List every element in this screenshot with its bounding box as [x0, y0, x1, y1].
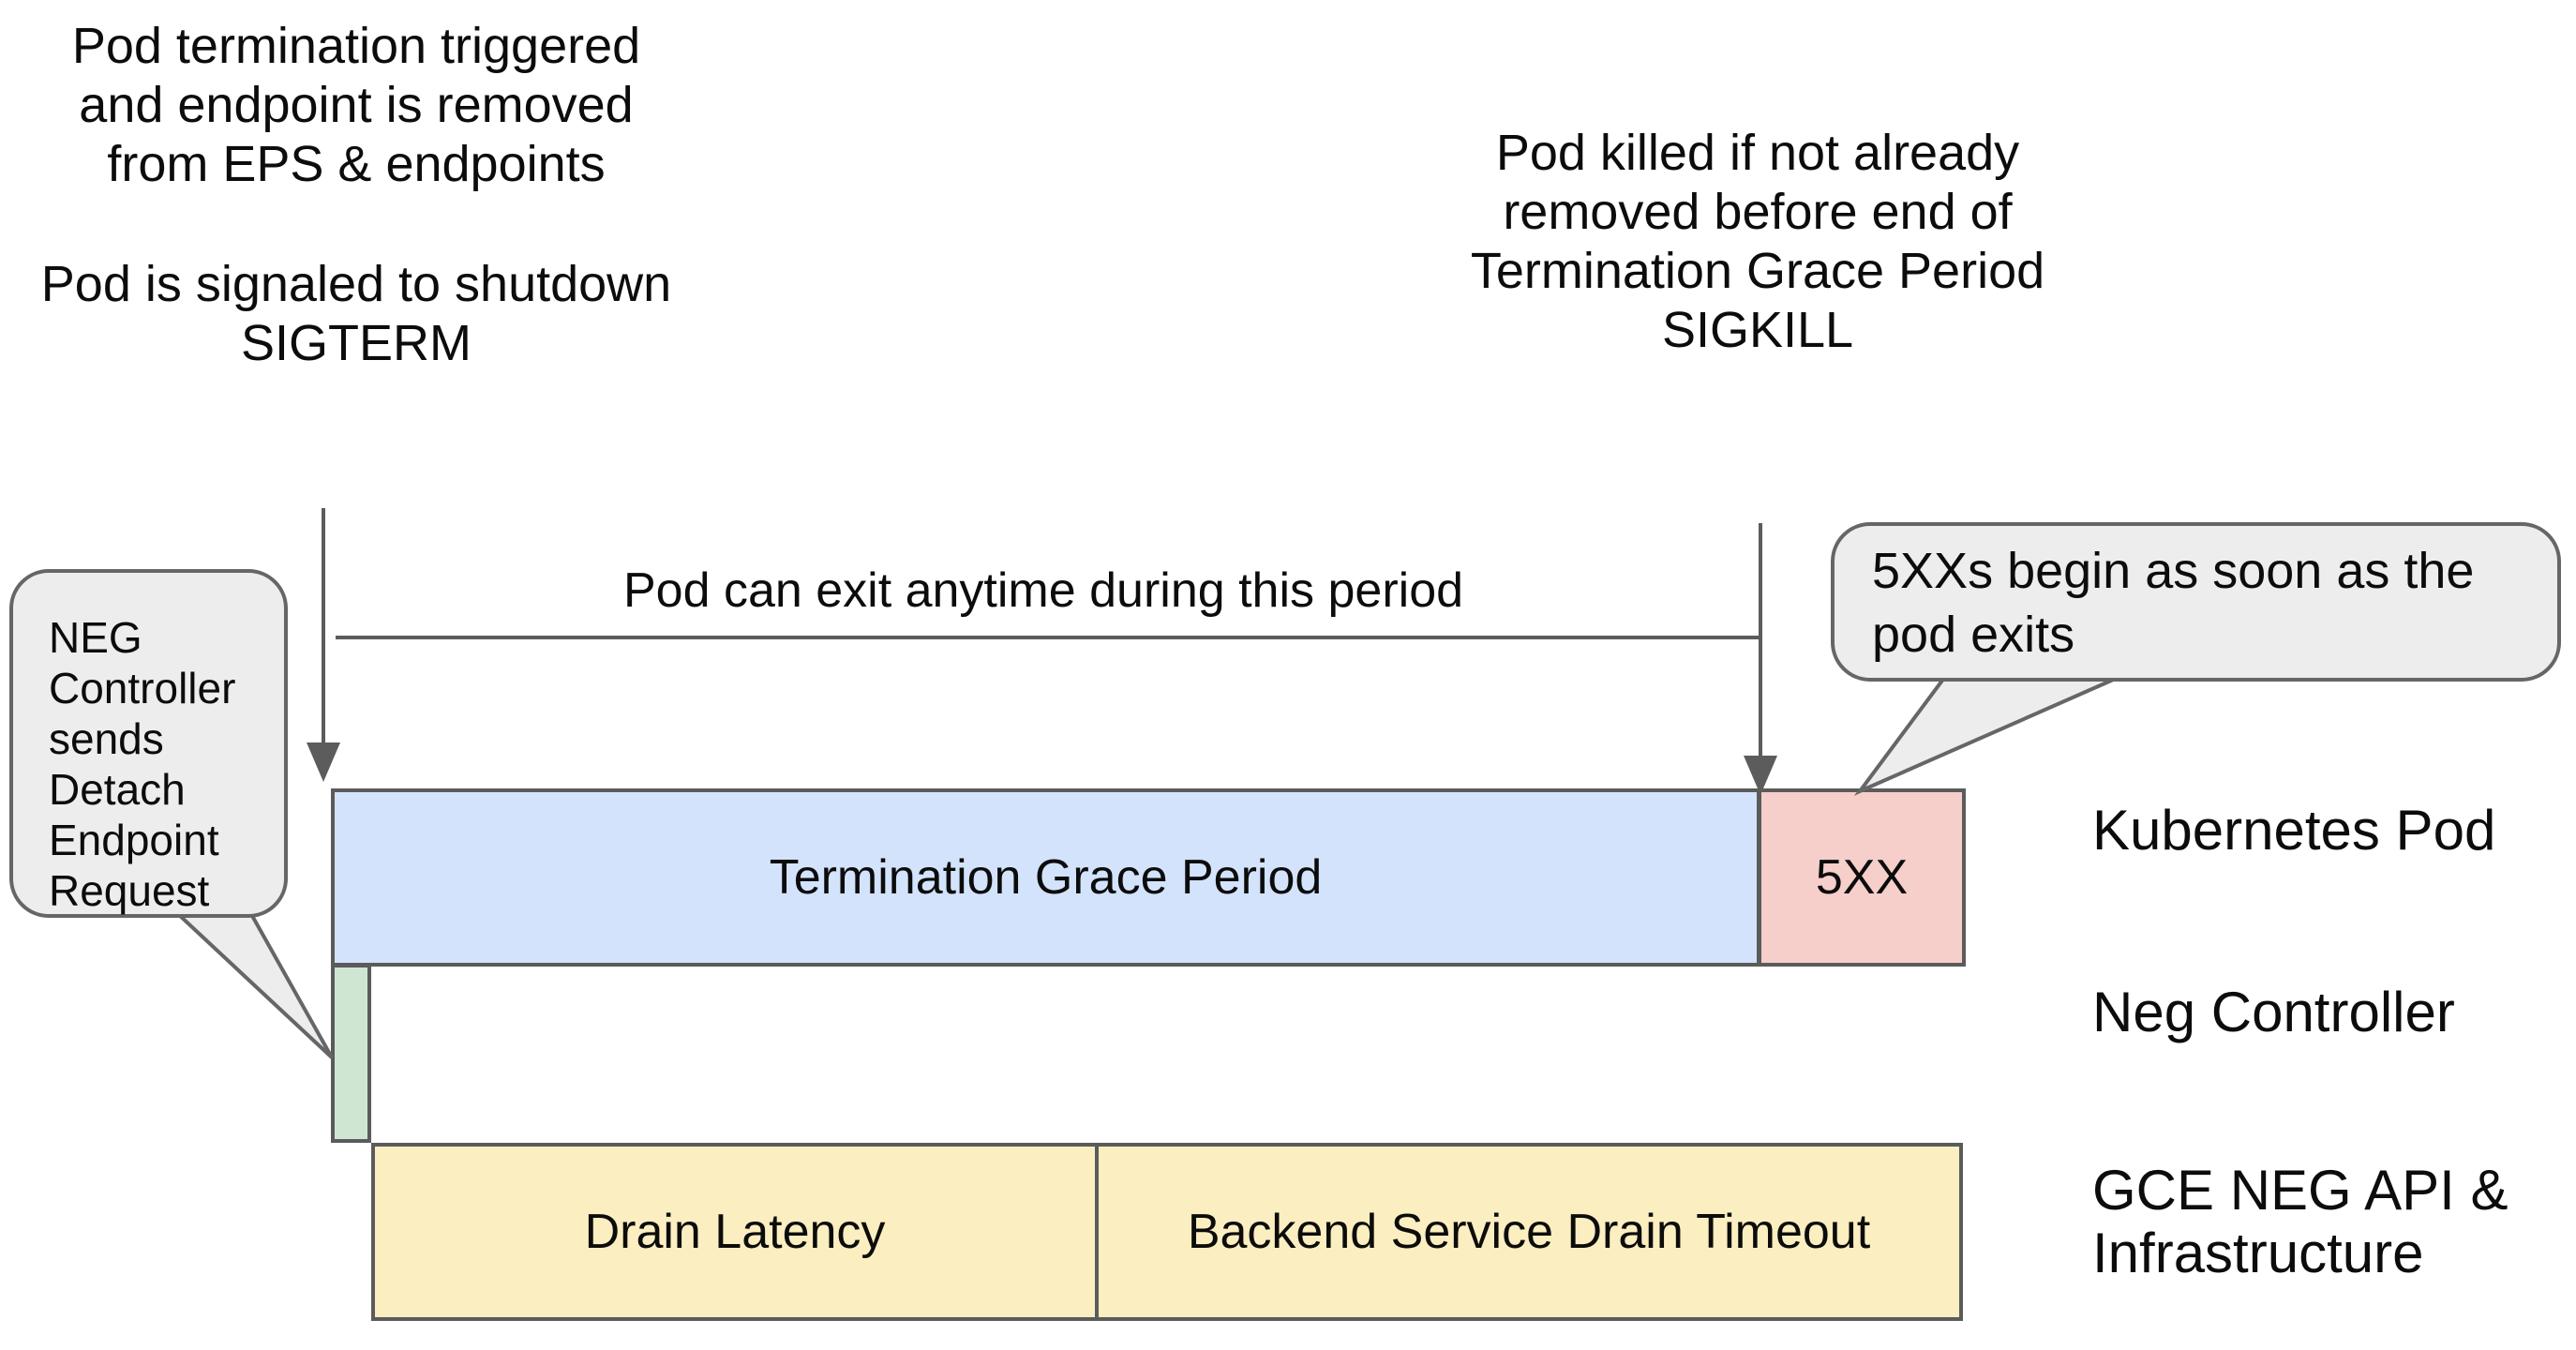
neg-controller-callout: NEG Controller sends Detach Endpoint Req…: [9, 569, 288, 918]
callout-tail-shape: [1853, 668, 2135, 796]
sigkill-arrowhead-icon: [1744, 756, 1777, 795]
row-label-neg-controller: Neg Controller: [2092, 981, 2455, 1043]
five-xx-bar: 5XX: [1758, 788, 1966, 967]
five-xx-callout: 5XXs begin as soon as the pod exits: [1831, 522, 2561, 682]
annotation-pod-termination: Pod termination triggered and endpoint i…: [71, 18, 641, 192]
row-label-kubernetes-pod: Kubernetes Pod: [2092, 799, 2496, 862]
backend-drain-timeout-cell: Backend Service Drain Timeout: [1099, 1147, 1959, 1317]
drain-bar: Drain Latency Backend Service Drain Time…: [371, 1143, 1963, 1321]
callout-tail-shape: [172, 912, 334, 1059]
termination-grace-period-label: Termination Grace Period: [769, 850, 1323, 905]
sigkill-arrow-line: [1759, 523, 1762, 758]
drain-latency-label: Drain Latency: [584, 1205, 886, 1259]
termination-grace-period-bar: Termination Grace Period: [331, 788, 1760, 967]
sigterm-arrow-line: [322, 508, 325, 744]
row-label-gce-neg-api: GCE NEG API & Infrastructure: [2092, 1159, 2509, 1284]
annotation-pod-killed-sigkill: Pod killed if not already removed before…: [1470, 125, 2045, 358]
backend-drain-timeout-label: Backend Service Drain Timeout: [1187, 1205, 1871, 1259]
sigterm-arrowhead-icon: [307, 742, 340, 782]
period-span-line: [336, 636, 1759, 639]
annotation-pod-can-exit: Pod can exit anytime during this period: [622, 563, 1464, 618]
annotation-pod-signaled-sigterm: Pod is signaled to shutdown SIGTERM: [40, 256, 672, 371]
drain-latency-cell: Drain Latency: [375, 1147, 1099, 1317]
five-xx-label: 5XX: [1815, 850, 1909, 905]
neg-controller-callout-tail: [172, 912, 334, 1059]
detach-request-bar: [331, 964, 371, 1143]
